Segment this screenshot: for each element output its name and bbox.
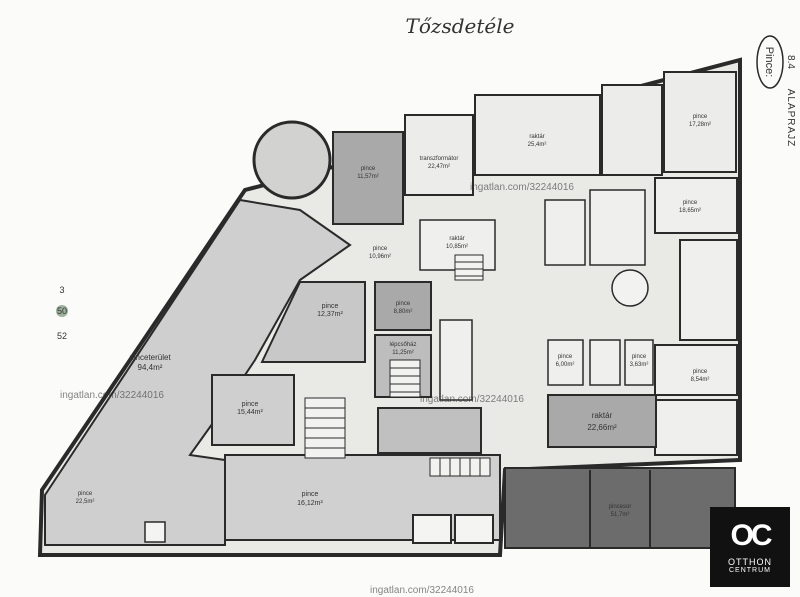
room-label-tiny-3: pince [78, 491, 93, 497]
room-small-top-2 [663, 71, 737, 173]
room-cellar-west [211, 374, 295, 446]
stairs-center [389, 359, 421, 398]
room-small-top-1 [601, 84, 663, 176]
svg-text:Pince:: Pince: [763, 47, 775, 78]
room-east-2 [679, 239, 738, 341]
room-label-north-corridor: pince [373, 246, 388, 252]
side-number-1: 3 [59, 285, 64, 295]
watermark-1: ingatlan.com/32244016 [60, 390, 164, 401]
room-dark-cellar [504, 467, 736, 549]
side-number-2: 50 [57, 306, 67, 316]
room-label-cellar-west: pince [242, 401, 259, 408]
spiral-stair [611, 269, 649, 307]
logo-mark: OC [730, 519, 773, 552]
room-area-small-f: 10,85m² [446, 244, 468, 250]
otthon-centrum-logo: OC OTTHON CENTRUM [710, 507, 790, 587]
round-tower [252, 120, 332, 200]
room-area-small-a: 6,00m² [556, 362, 575, 368]
room-transformer [404, 114, 474, 196]
room-cellar-small [374, 281, 432, 331]
watermark-4: ingatlan.com/32244016 [370, 585, 474, 596]
room-cellar-center [260, 281, 366, 363]
handwritten-title: Tőzsdetéle [406, 14, 515, 38]
room-area-stairwell: 11,25m² [392, 350, 414, 356]
room-label-small-f: raktár [449, 236, 464, 242]
room-small-g [439, 319, 473, 401]
side-number-marker-50 [56, 305, 68, 317]
room-label-transformer: transzformátor [420, 156, 459, 162]
room-storage-center [547, 394, 657, 448]
svg-text:ALAPRAJZ: ALAPRAJZ [785, 89, 796, 148]
room-label-bottom-cellar: pince [302, 491, 319, 498]
room-label-east-3: pince [693, 369, 708, 375]
room-area-small-c: 3,63m² [630, 362, 649, 368]
room-area-large-cellar: 94,4m² [138, 363, 163, 372]
room-area-east-3: 8,54m² [691, 377, 710, 383]
room-small-e [589, 189, 646, 266]
room-storage-top [474, 94, 601, 176]
room-east-3 [654, 344, 738, 396]
room-area-tiny-3: 22,5m² [76, 499, 95, 505]
room-area-transformer: 22,47m² [428, 164, 450, 170]
stairs-north [454, 254, 484, 281]
room-area-cellar-north: 11,57m² [357, 174, 379, 180]
room-area-storage-top: 25,4m² [528, 142, 547, 148]
room-cellar-north [332, 131, 404, 225]
room-label-cellar-small: pince [396, 301, 411, 307]
room-tiny-3 [144, 521, 166, 543]
room-area-storage-center: 22,66m² [587, 423, 617, 432]
room-label-dark-cellar: pincesor [609, 504, 632, 510]
room-area-east-1: 18,65m² [679, 208, 701, 214]
side-number-3: 52 [57, 331, 67, 341]
watermark-2: ingatlan.com/32244016 [470, 182, 574, 193]
room-small-b [589, 339, 621, 386]
room-area-dark-cellar: 51,7m² [611, 512, 630, 518]
room-label-east-1: pince [683, 200, 698, 206]
sheet-label: Pince: 8.4 ALAPRAJZ [756, 35, 796, 148]
room-cellar-mid [377, 407, 482, 454]
room-east-1 [654, 177, 738, 234]
room-area-bottom-cellar: 16,12m² [297, 500, 323, 507]
room-area-small-top-2: 17,28m² [689, 122, 711, 128]
room-label-large-cellar: pinceterület [129, 353, 171, 362]
room-label-cellar-north: pince [361, 166, 376, 172]
room-label-small-top-2: pince [693, 114, 708, 120]
watermark-3: ingatlan.com/32244016 [420, 394, 524, 405]
room-label-cellar-center: pince [322, 303, 339, 310]
room-area-cellar-small: 8,80m² [394, 309, 413, 315]
room-tiny-1 [412, 514, 452, 544]
logo-word-2: CENTRUM [729, 567, 771, 574]
logo-word-1: OTTHON [728, 557, 772, 567]
room-east-4 [654, 399, 738, 456]
room-small-d [544, 199, 586, 266]
room-tiny-2 [454, 514, 494, 544]
room-area-north-corridor: 10,96m² [369, 254, 391, 260]
room-label-stairwell: lépcsőház [389, 342, 416, 348]
room-label-small-a: pince [558, 354, 573, 360]
svg-text:8.4: 8.4 [785, 55, 796, 69]
room-label-storage-top: raktár [529, 134, 544, 140]
stairs-west [304, 397, 346, 459]
room-area-cellar-west: 15,44m² [237, 409, 263, 416]
room-small-c [624, 339, 654, 386]
room-label-small-c: pince [632, 354, 647, 360]
stairs-bottom [429, 457, 491, 477]
room-area-cellar-center: 12,37m² [317, 311, 343, 318]
room-small-a [547, 339, 584, 386]
room-label-storage-center: raktár [592, 411, 613, 420]
